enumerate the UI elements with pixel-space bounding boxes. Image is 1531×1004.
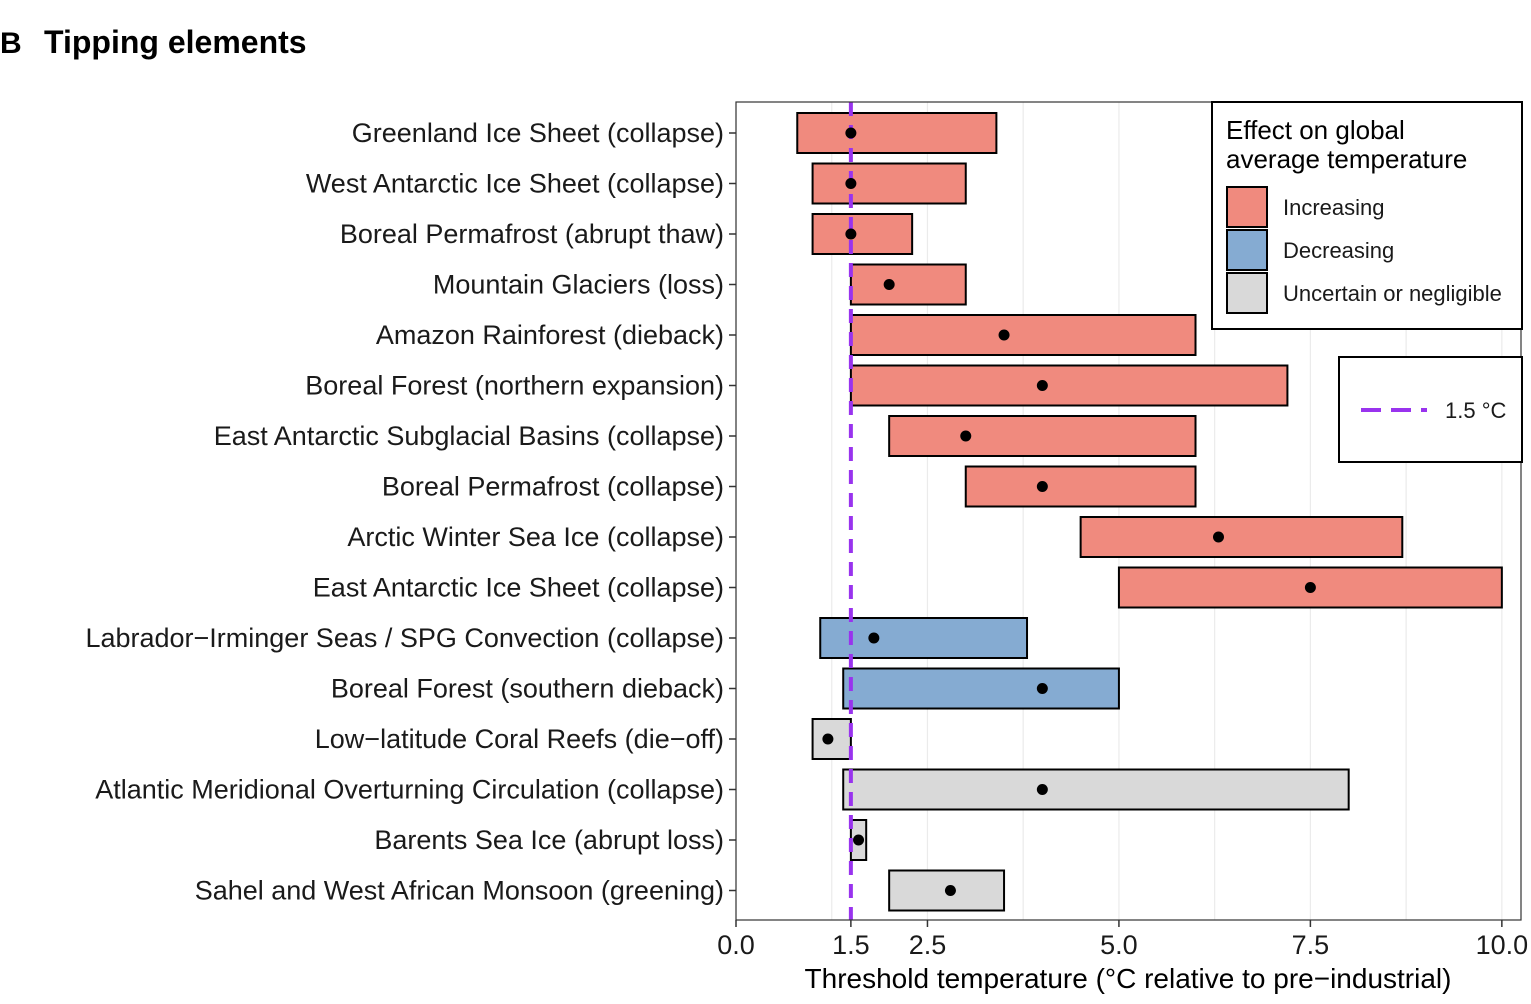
bars (796, 112, 1503, 912)
legend-label-increasing: Increasing (1283, 195, 1385, 220)
legend-key-decreasing (1226, 229, 1268, 271)
legend-label-decreasing: Decreasing (1283, 238, 1394, 263)
reference-line-legend: 1.5 °C (1338, 356, 1523, 463)
bar-range (849, 364, 1289, 407)
central-point (1036, 683, 1048, 694)
legend-title: Effect on global (1226, 115, 1405, 145)
bar-range (811, 162, 967, 205)
bar-range (811, 213, 914, 255)
bar-range (1079, 516, 1404, 558)
y-tick-labels: Greenland Ice Sheet (collapse) West Antar… (85, 118, 724, 906)
central-point (883, 279, 895, 290)
chart-title: Tipping elements (44, 24, 307, 60)
x-tick-label: 1.5 (832, 930, 870, 960)
y-tick-label: Barents Sea Ice (abrupt loss) (374, 825, 724, 855)
bar-range (796, 112, 998, 154)
central-point (960, 430, 972, 442)
y-tick-label: Boreal Forest (northern expansion) (305, 371, 724, 401)
y-tick-label: Atlantic Meridional Overturning Circulat… (95, 775, 724, 805)
axes (729, 101, 1522, 927)
bar-range (842, 667, 1120, 710)
central-point (822, 733, 834, 745)
bar-range (849, 314, 1197, 356)
central-point (1036, 481, 1048, 492)
plot-panel-border (735, 101, 1522, 921)
y-tick-label: West Antarctic Ice Sheet (collapse) (306, 169, 724, 199)
y-tick-label: Labrador−Irminger Seas / SPG Convection … (85, 623, 724, 653)
central-point (998, 329, 1010, 341)
central-point (853, 834, 865, 846)
legend-key-uncertain (1226, 272, 1268, 314)
bar-range (819, 617, 1029, 659)
central-point (944, 885, 956, 896)
y-tick-label: Amazon Rainforest (dieback) (376, 320, 724, 350)
central-point (1036, 380, 1048, 391)
bar-range (849, 263, 967, 306)
y-tick-label: Arctic Winter Sea Ice (collapse) (347, 522, 724, 552)
y-tick-label: East Antarctic Ice Sheet (collapse) (313, 573, 724, 603)
y-tick-label: Boreal Permafrost (abrupt thaw) (340, 219, 724, 249)
bar-range (888, 415, 1197, 457)
x-tick-label: 7.5 (1292, 930, 1330, 960)
bar-range (811, 718, 852, 760)
x-axis-label: Threshold temperature (°C relative to pr… (805, 963, 1452, 994)
y-tick-label: Boreal Forest (southern dieback) (331, 674, 724, 704)
legend-key-increasing (1226, 186, 1268, 228)
y-tick-label: Sahel and West African Monsoon (greening… (195, 876, 724, 906)
bar-range (888, 869, 1006, 912)
legend-title: average temperature (1226, 144, 1467, 174)
central-point (1212, 531, 1224, 543)
central-point (1036, 784, 1048, 795)
central-points (822, 127, 1316, 896)
x-tick-label: 2.5 (909, 930, 947, 960)
y-tick-label: Greenland Ice Sheet (collapse) (352, 118, 724, 148)
reference-legend-label: 1.5 °C (1445, 398, 1506, 423)
y-tick-label: Low−latitude Coral Reefs (die−off) (315, 724, 724, 754)
x-tick-label: 5.0 (1100, 930, 1138, 960)
y-tick-label: Boreal Permafrost (collapse) (382, 472, 724, 502)
panel-letter: B (0, 27, 22, 60)
x-tick-label: 0.0 (717, 930, 755, 960)
x-tick-labels: 0.0 1.5 2.5 5.0 7.5 10.0 (717, 930, 1528, 960)
central-point (845, 127, 857, 139)
y-tick-label: Mountain Glaciers (loss) (433, 270, 724, 300)
bar-range (964, 465, 1197, 508)
central-point (845, 178, 857, 189)
y-tick-label: East Antarctic Subglacial Basins (collap… (214, 421, 724, 451)
bar-range (842, 768, 1350, 811)
central-point (845, 228, 857, 240)
legend-label-uncertain: Uncertain or negligible (1283, 281, 1502, 306)
x-tick-label: 10.0 (1476, 930, 1529, 960)
central-point (868, 632, 880, 644)
central-point (1304, 582, 1316, 593)
